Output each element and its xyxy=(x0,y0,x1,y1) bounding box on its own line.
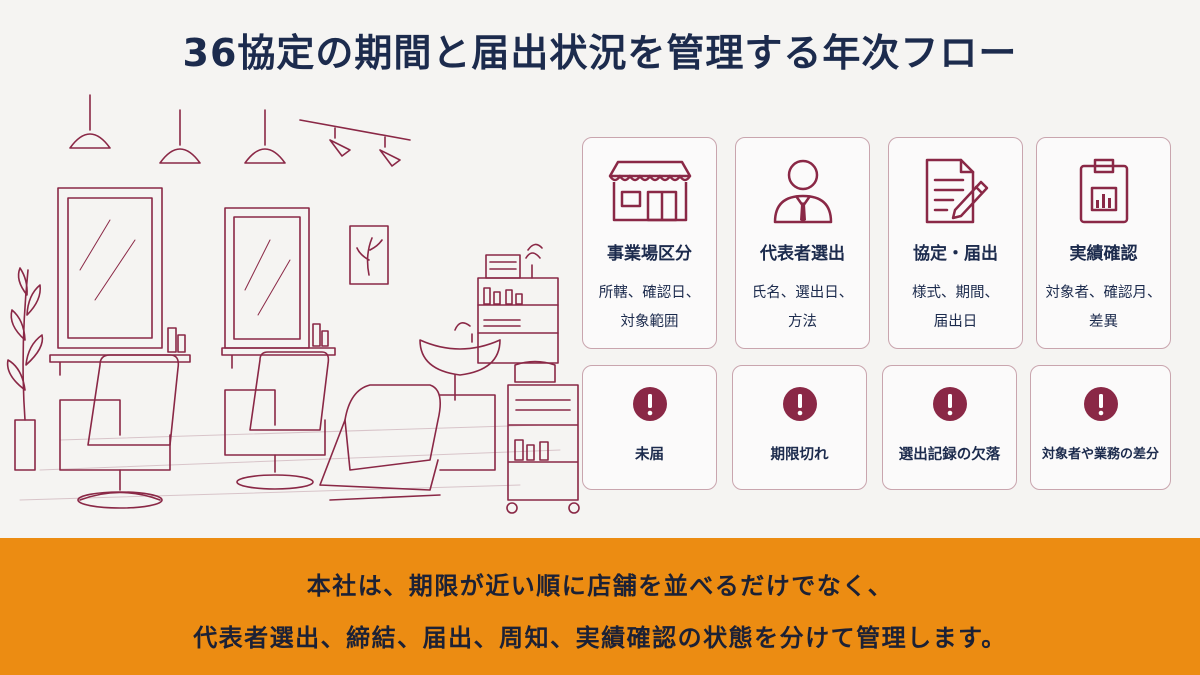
issue-card-unfiled: 未届 xyxy=(582,365,717,490)
issue-card-expired: 期限切れ xyxy=(732,365,867,490)
flow-card-title: 協定・届出 xyxy=(913,244,998,264)
issue-label: 未届 xyxy=(635,447,664,463)
footer-line-1: 本社は、期限が近い順に店舗を並べるだけでなく、 xyxy=(306,572,894,600)
flow-card-description: 所轄、確認日、 対象範囲 xyxy=(598,285,701,330)
issue-label: 対象者や業務の差分 xyxy=(1041,447,1159,462)
salon-illustration xyxy=(6,94,580,514)
issue-label: 期限切れ xyxy=(770,447,829,463)
exclamation-icon xyxy=(632,387,667,421)
flow-card-title: 代表者選出 xyxy=(760,244,845,264)
document-pen-icon xyxy=(925,158,988,224)
footer-banner: 本社は、期限が近い順に店舗を並べるだけでなく、 代表者選出、締結、届出、周知、実… xyxy=(0,538,1200,675)
flow-card-title: 事業場区分 xyxy=(607,244,692,264)
page-title: 36協定の期間と届出状況を管理する年次フロー xyxy=(182,31,1018,75)
flow-card-business-site: 事業場区分 所轄、確認日、 対象範囲 xyxy=(582,137,717,349)
pendant-lamp-icon xyxy=(69,94,286,164)
storefront-icon xyxy=(608,160,691,222)
exclamation-icon xyxy=(782,387,817,421)
clipboard-chart-icon xyxy=(1079,158,1128,224)
flow-card-description: 対象者、確認月、 差異 xyxy=(1045,285,1162,330)
flow-card-representative: 代表者選出 氏名、選出日、 方法 xyxy=(735,137,870,349)
flow-card-description: 氏名、選出日、 方法 xyxy=(751,285,854,330)
flow-card-description: 様式、期間、 届出日 xyxy=(912,285,999,330)
flow-card-agreement-filing: 協定・届出 様式、期間、 届出日 xyxy=(888,137,1023,349)
exclamation-icon xyxy=(1083,387,1118,421)
exclamation-icon xyxy=(932,387,967,421)
issue-card-target-diff: 対象者や業務の差分 xyxy=(1030,365,1171,490)
representative-person-icon xyxy=(773,159,832,224)
flow-card-title: 実績確認 xyxy=(1069,244,1138,264)
issue-label: 選出記録の欠落 xyxy=(898,447,1001,463)
issue-card-missing-selection-record: 選出記録の欠落 xyxy=(882,365,1017,490)
flow-card-performance-check: 実績確認 対象者、確認月、 差異 xyxy=(1036,137,1171,349)
footer-line-2: 代表者選出、締結、届出、周知、実績確認の状態を分けて管理します。 xyxy=(193,624,1007,652)
